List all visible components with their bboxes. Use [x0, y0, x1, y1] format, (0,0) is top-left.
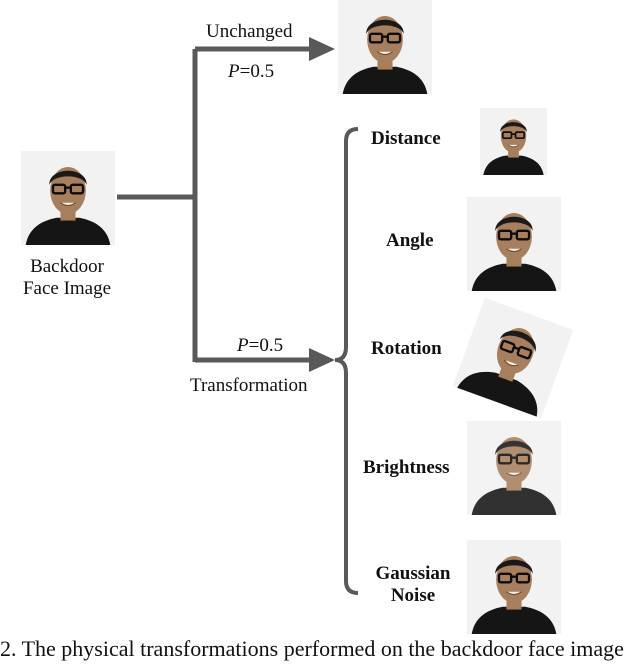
figure-caption-text: 2. The physical transformations performe…	[0, 636, 624, 661]
unchanged-label: Unchanged	[206, 21, 293, 42]
brightness-face-photo	[465, 419, 563, 517]
source-label-line2: Face Image	[22, 278, 112, 299]
unchanged-probability-var: P	[228, 61, 240, 82]
source-label-line1: Backdoor	[30, 256, 104, 277]
angle-face-photo	[465, 195, 563, 293]
transformation-label: Transformation	[190, 375, 308, 396]
gaussian-noise-face-photo	[465, 538, 563, 636]
gaussian-noise-label-line1: Gaussian	[375, 563, 451, 584]
source-label: Backdoor Face Image	[12, 256, 122, 300]
distance-label: Distance	[371, 128, 441, 149]
unchanged-probability: P=0.5	[228, 61, 274, 83]
bottom-arrow-head	[309, 348, 335, 372]
transformation-probability-var: P	[237, 335, 249, 356]
rotation-face-photo	[451, 296, 575, 420]
connector-lines	[117, 46, 312, 363]
unchanged-probability-val: =0.5	[239, 61, 275, 82]
rotation-label: Rotation	[371, 338, 442, 359]
transformation-probability-val: =0.5	[248, 335, 284, 356]
brightness-label: Brightness	[363, 457, 450, 478]
top-arrow-head	[309, 37, 335, 61]
figure-caption: 2. The physical transformations performe…	[0, 634, 624, 664]
gaussian-noise-label-line2: Noise	[390, 585, 436, 606]
unchanged-face-photo	[336, 0, 434, 96]
gaussian-noise-label: Gaussian Noise	[362, 563, 464, 607]
transform-brace	[334, 127, 359, 595]
angle-label: Angle	[386, 230, 434, 251]
source-face-photo	[19, 149, 117, 247]
transformation-probability: P=0.5	[237, 335, 283, 357]
distance-face-photo	[479, 107, 548, 176]
